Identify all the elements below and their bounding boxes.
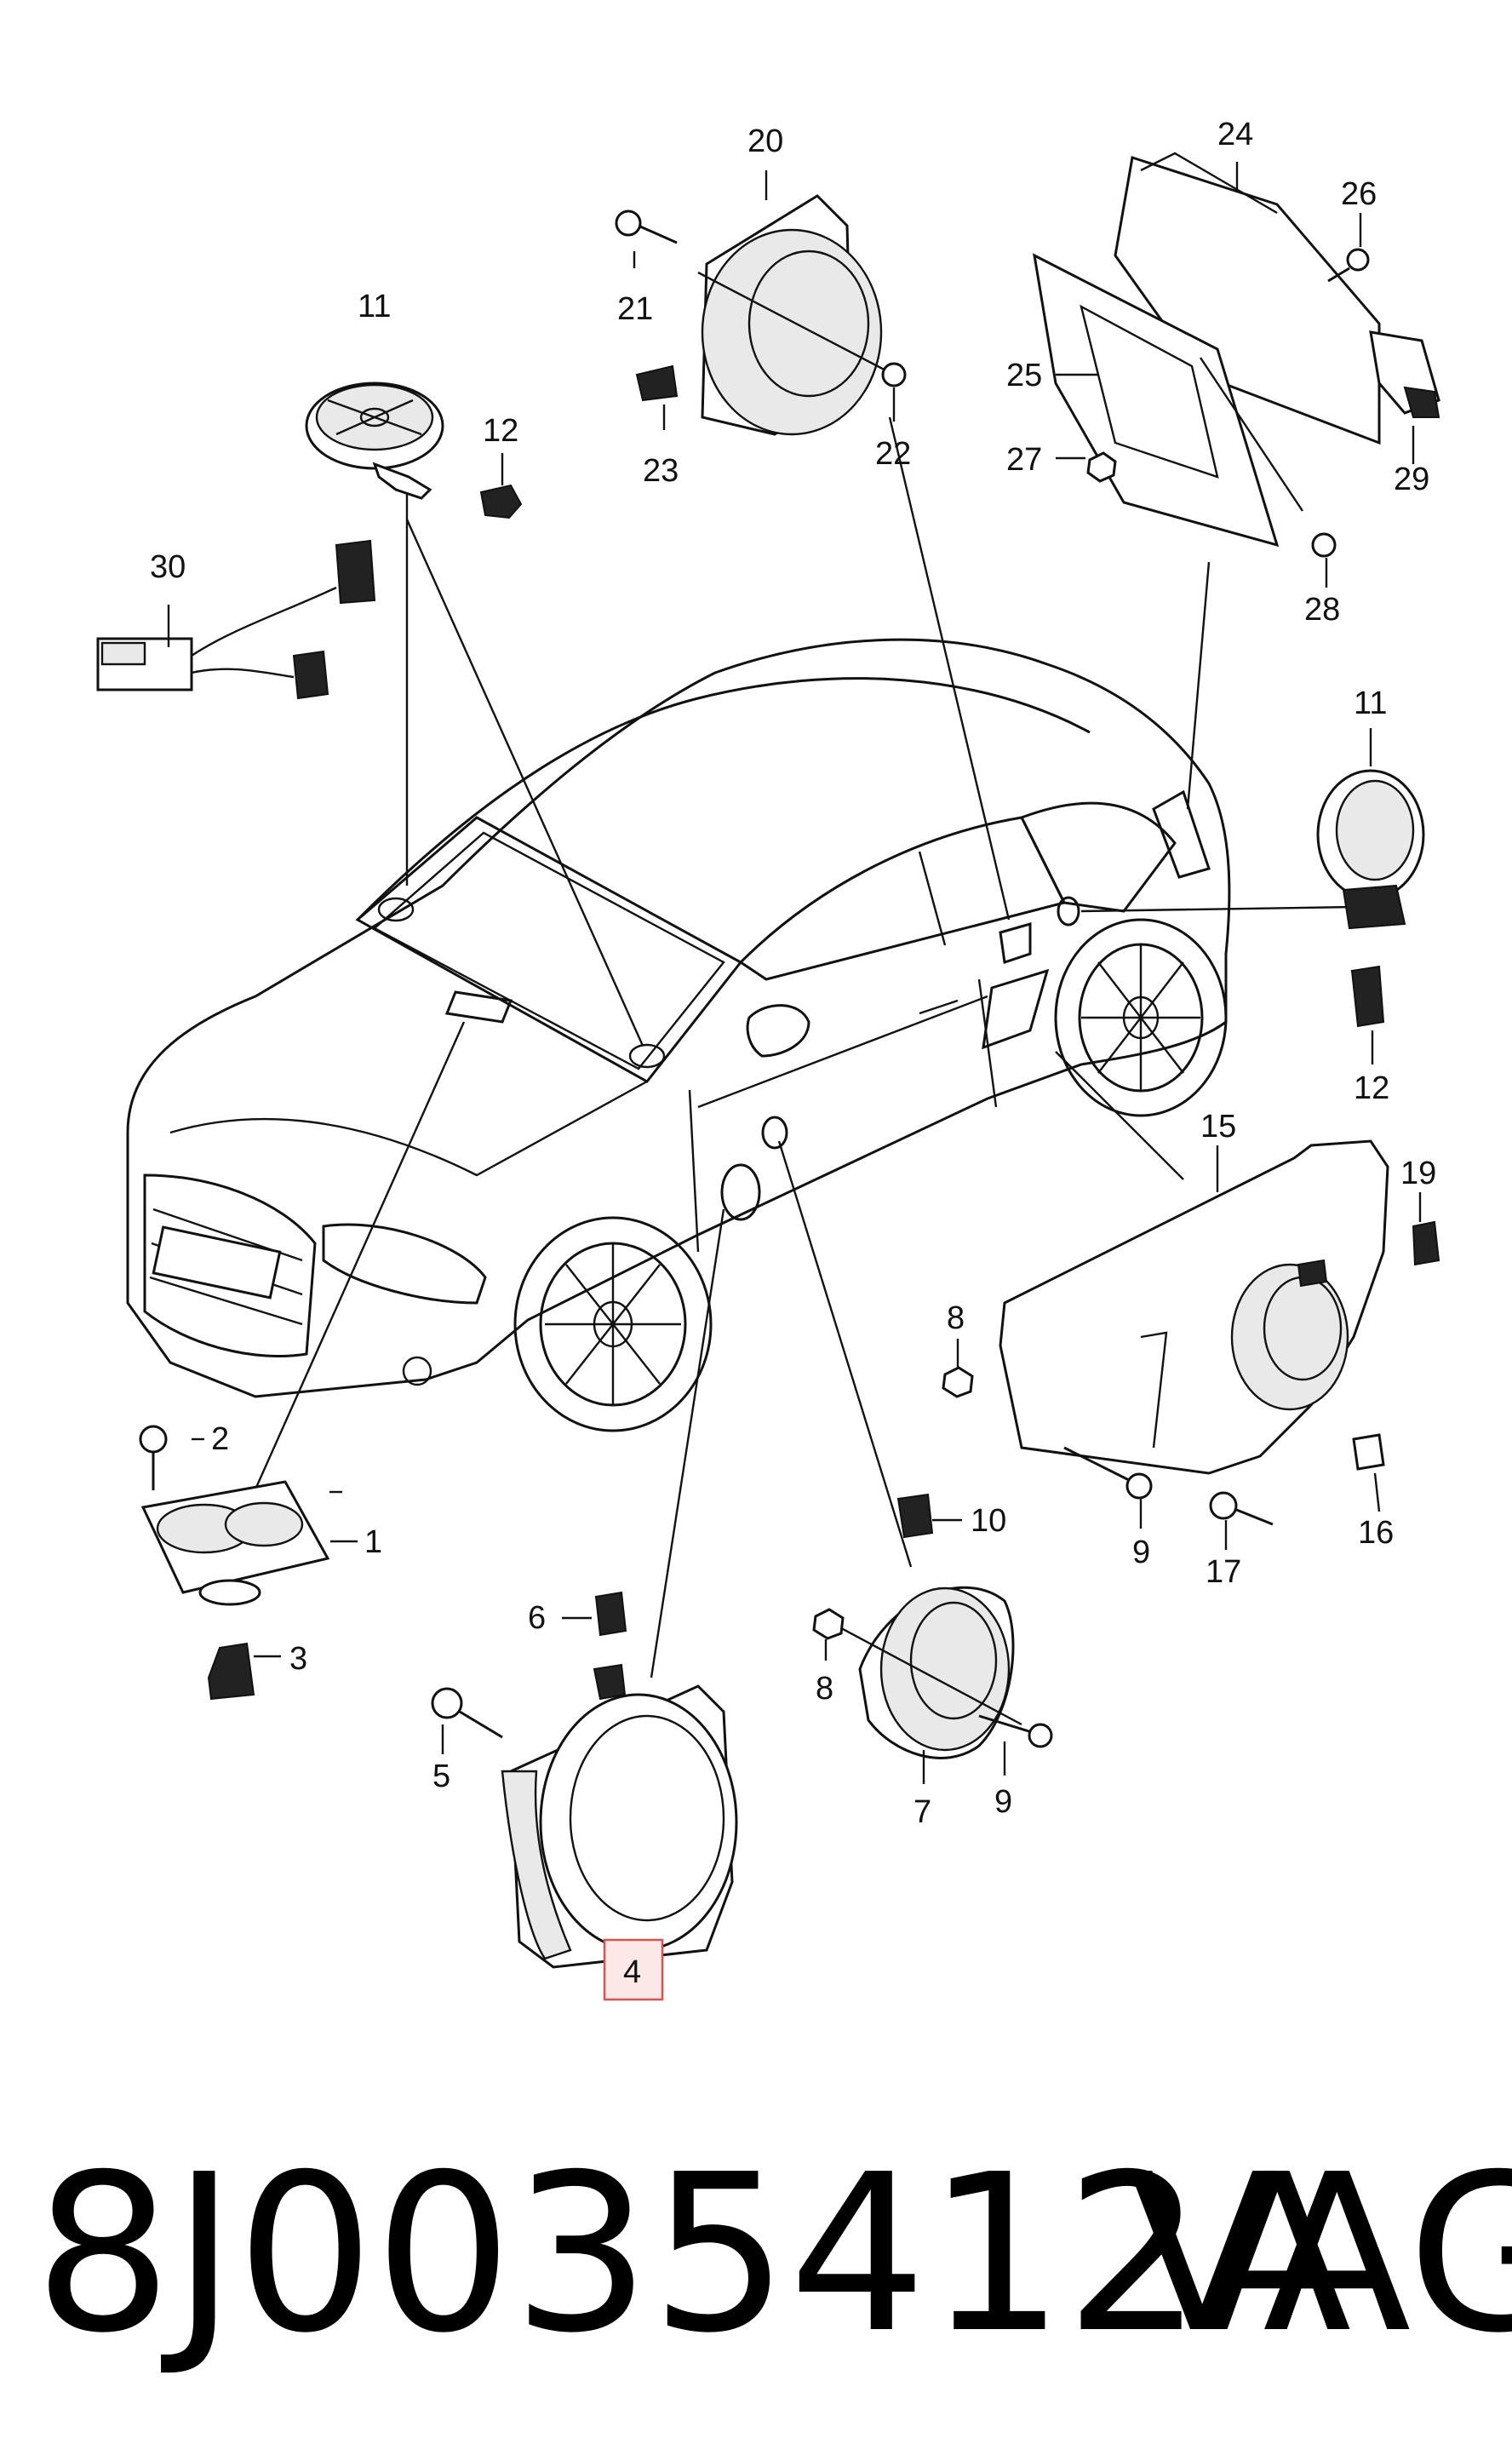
screw-2 [139, 1425, 168, 1490]
callout-7: 7 [914, 1794, 931, 1830]
leader-lines [249, 416, 1354, 1678]
callout-8-right: 8 [947, 1300, 965, 1336]
nut-8-lower [812, 1608, 845, 1640]
clip-23 [635, 364, 679, 402]
speaker-4 [501, 1663, 738, 1969]
wiring-harness-30 [96, 539, 376, 700]
callout-17: 17 [1206, 1554, 1241, 1590]
clip-10 [896, 1493, 934, 1539]
clip-6 [594, 1591, 627, 1637]
screw-9-right [1063, 1446, 1153, 1500]
nut-22 [881, 362, 907, 387]
callout-6: 6 [528, 1600, 546, 1636]
tweeter-speaker-11-right [1316, 769, 1425, 930]
callout-4-highlighted: 4 [623, 1954, 641, 1990]
callout-23: 23 [643, 453, 679, 489]
part-number: 8J0035412A [34, 2128, 1352, 2381]
callout-16: 16 [1358, 1515, 1394, 1551]
callout-22: 22 [875, 436, 911, 472]
callout-24: 24 [1217, 117, 1253, 152]
callout-1: 1 [364, 1524, 382, 1560]
screw-26 [1327, 248, 1370, 283]
callout-30: 30 [150, 549, 186, 585]
tweeter-speaker-11 [305, 382, 444, 500]
callout-2: 2 [211, 1421, 229, 1457]
speaker-20 [697, 194, 895, 436]
callout-15: 15 [1200, 1109, 1236, 1145]
callout-labels: 11 12 30 20 21 22 23 24 25 26 27 28 29 1… [150, 117, 1436, 1990]
callout-20: 20 [747, 123, 783, 159]
callout-5: 5 [432, 1759, 450, 1794]
nut-27 [1086, 451, 1117, 483]
callout-25: 25 [1006, 358, 1042, 393]
callout-19: 19 [1400, 1156, 1436, 1191]
amplifier-24-25 [1033, 152, 1381, 548]
callout-28: 28 [1304, 592, 1340, 628]
highlight-box [603, 1938, 664, 2001]
nut-8-right [942, 1366, 974, 1398]
callout-29: 29 [1394, 462, 1429, 497]
brand-name: VAG [1128, 2128, 1512, 2381]
clip-19 [1412, 1220, 1440, 1266]
connector-12 [479, 484, 523, 519]
callout-12-right: 12 [1354, 1070, 1389, 1106]
clip-28 [1311, 532, 1337, 558]
screw-5 [431, 1687, 503, 1739]
callout-11-top: 11 [358, 289, 391, 324]
clip-16 [1352, 1433, 1385, 1471]
callout-27: 27 [1006, 442, 1042, 478]
screw-21 [615, 209, 678, 244]
connector-3 [207, 1642, 255, 1701]
callout-26: 26 [1341, 176, 1377, 212]
callout-ticks [167, 162, 1422, 1980]
callout-21: 21 [617, 291, 653, 327]
bracket-29 [1369, 330, 1440, 418]
screw-17 [1209, 1491, 1274, 1526]
callout-9-right: 9 [1132, 1535, 1150, 1570]
callout-10: 10 [971, 1503, 1006, 1539]
speaker-7 [829, 1586, 1022, 1759]
callout-8-lower: 8 [816, 1671, 833, 1707]
speaker-enclosure-15 [999, 1139, 1389, 1475]
callout-12-top: 12 [483, 413, 518, 449]
speaker-1 [140, 1480, 330, 1606]
callout-3: 3 [289, 1641, 307, 1677]
callout-9-lower: 9 [994, 1784, 1012, 1820]
screw-9-lower [978, 1714, 1053, 1748]
connector-12-right [1350, 965, 1385, 1028]
callout-11-right: 11 [1354, 686, 1387, 721]
car-illustration [126, 638, 1231, 1432]
